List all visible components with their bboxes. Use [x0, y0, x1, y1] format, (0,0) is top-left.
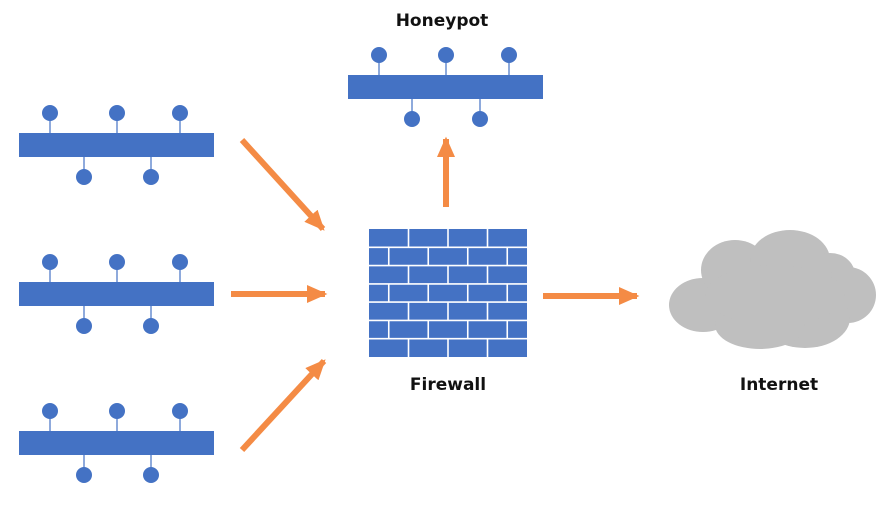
- network-node: [143, 467, 159, 483]
- arrow-segment3-to-firewall: [239, 358, 327, 453]
- network-node: [172, 254, 188, 270]
- cloud-icon: [669, 230, 876, 349]
- network-bus-bar: [348, 75, 543, 99]
- network-node: [42, 403, 58, 419]
- network-segment-2: [19, 254, 214, 334]
- network-node: [76, 169, 92, 185]
- arrows: [231, 136, 640, 453]
- network-node: [371, 47, 387, 63]
- network-node: [76, 318, 92, 334]
- network-node: [172, 105, 188, 121]
- network-node: [404, 111, 420, 127]
- network-node: [172, 403, 188, 419]
- network-bus-bar: [19, 431, 214, 455]
- network-node: [501, 47, 517, 63]
- network-node: [143, 169, 159, 185]
- network-segment-1: [19, 105, 214, 185]
- network-segment-3: [19, 403, 214, 483]
- network-bus-bar: [19, 282, 214, 306]
- network-node: [109, 403, 125, 419]
- network-node: [143, 318, 159, 334]
- network-node: [76, 467, 92, 483]
- honeypot-label: Honeypot: [395, 11, 489, 31]
- network-bus-bar: [19, 133, 214, 157]
- network-node: [109, 254, 125, 270]
- network-node: [42, 105, 58, 121]
- honeypot-network: [348, 47, 543, 127]
- internet-label: Internet: [739, 375, 819, 395]
- network-node: [472, 111, 488, 127]
- network-node: [438, 47, 454, 63]
- network-node: [42, 254, 58, 270]
- network-node: [109, 105, 125, 121]
- firewall-label: Firewall: [409, 375, 487, 395]
- brick-wall-icon: [369, 229, 527, 357]
- arrow-segment1-to-firewall: [239, 137, 326, 232]
